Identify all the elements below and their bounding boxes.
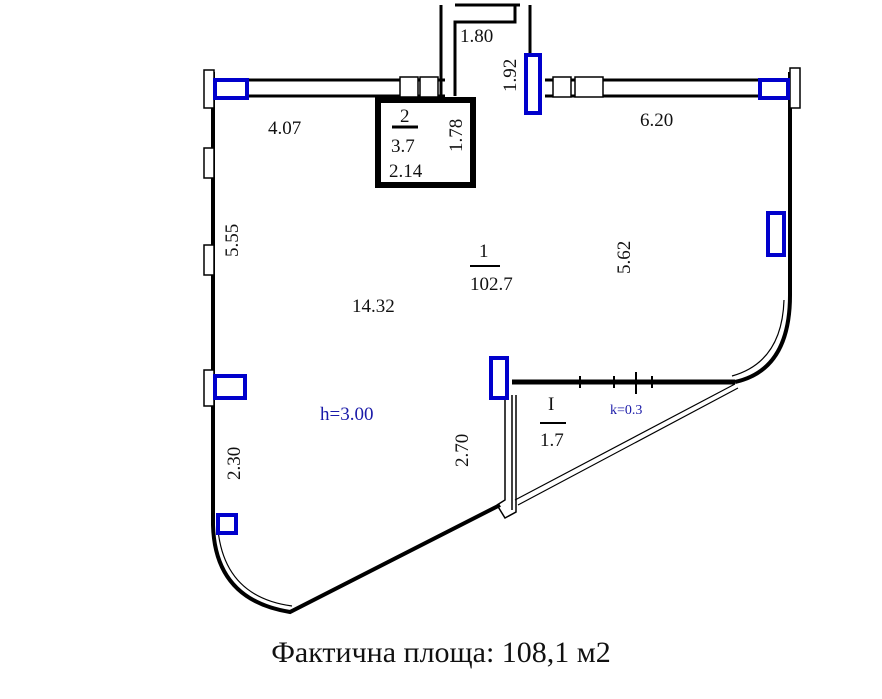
dim-partition: 2.70	[452, 434, 473, 467]
window-corridor	[524, 53, 542, 115]
dim-top-left: 4.07	[268, 118, 301, 139]
balcony-coefficient: k=0.3	[610, 403, 642, 418]
dim-top-right: 6.20	[640, 110, 673, 131]
room2-number: 2	[400, 106, 410, 127]
room1-area: 102.7	[470, 274, 513, 295]
balcony-number: I	[548, 394, 554, 415]
door-frames	[203, 67, 801, 407]
dim-main-span: 14.32	[352, 296, 395, 317]
dim-room2-width: 2.14	[389, 161, 423, 182]
window-balcony	[489, 356, 509, 400]
dim-corridor-depth: 1.92	[500, 59, 521, 92]
dim-lower-left: 2.30	[224, 447, 245, 480]
window-top-left	[213, 78, 249, 100]
dim-left-wall: 5.55	[222, 224, 243, 257]
window-left	[213, 374, 247, 400]
ceiling-height: h=3.00	[320, 404, 373, 425]
balcony-area: 1.7	[540, 430, 564, 451]
dim-corridor-width: 1.80	[460, 26, 493, 47]
window-right	[766, 211, 786, 257]
dim-right-wall: 5.62	[614, 241, 635, 274]
walls	[211, 3, 792, 615]
room2-area: 3.7	[391, 136, 415, 157]
windows	[213, 53, 790, 535]
actual-area-caption: Фактична площа: 108,1 м2	[271, 636, 611, 669]
dim-room2-depth: 1.78	[446, 119, 467, 152]
room1-number: 1	[479, 241, 489, 262]
window-top-right	[758, 78, 790, 100]
window-lower-left	[216, 513, 238, 535]
